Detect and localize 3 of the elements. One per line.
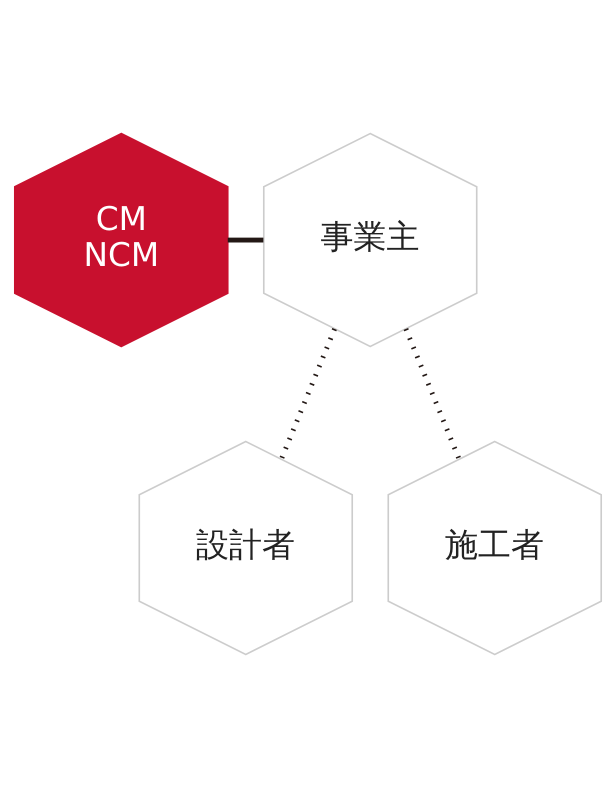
connector xyxy=(404,328,462,460)
connector xyxy=(279,328,337,460)
connector xyxy=(228,238,264,242)
